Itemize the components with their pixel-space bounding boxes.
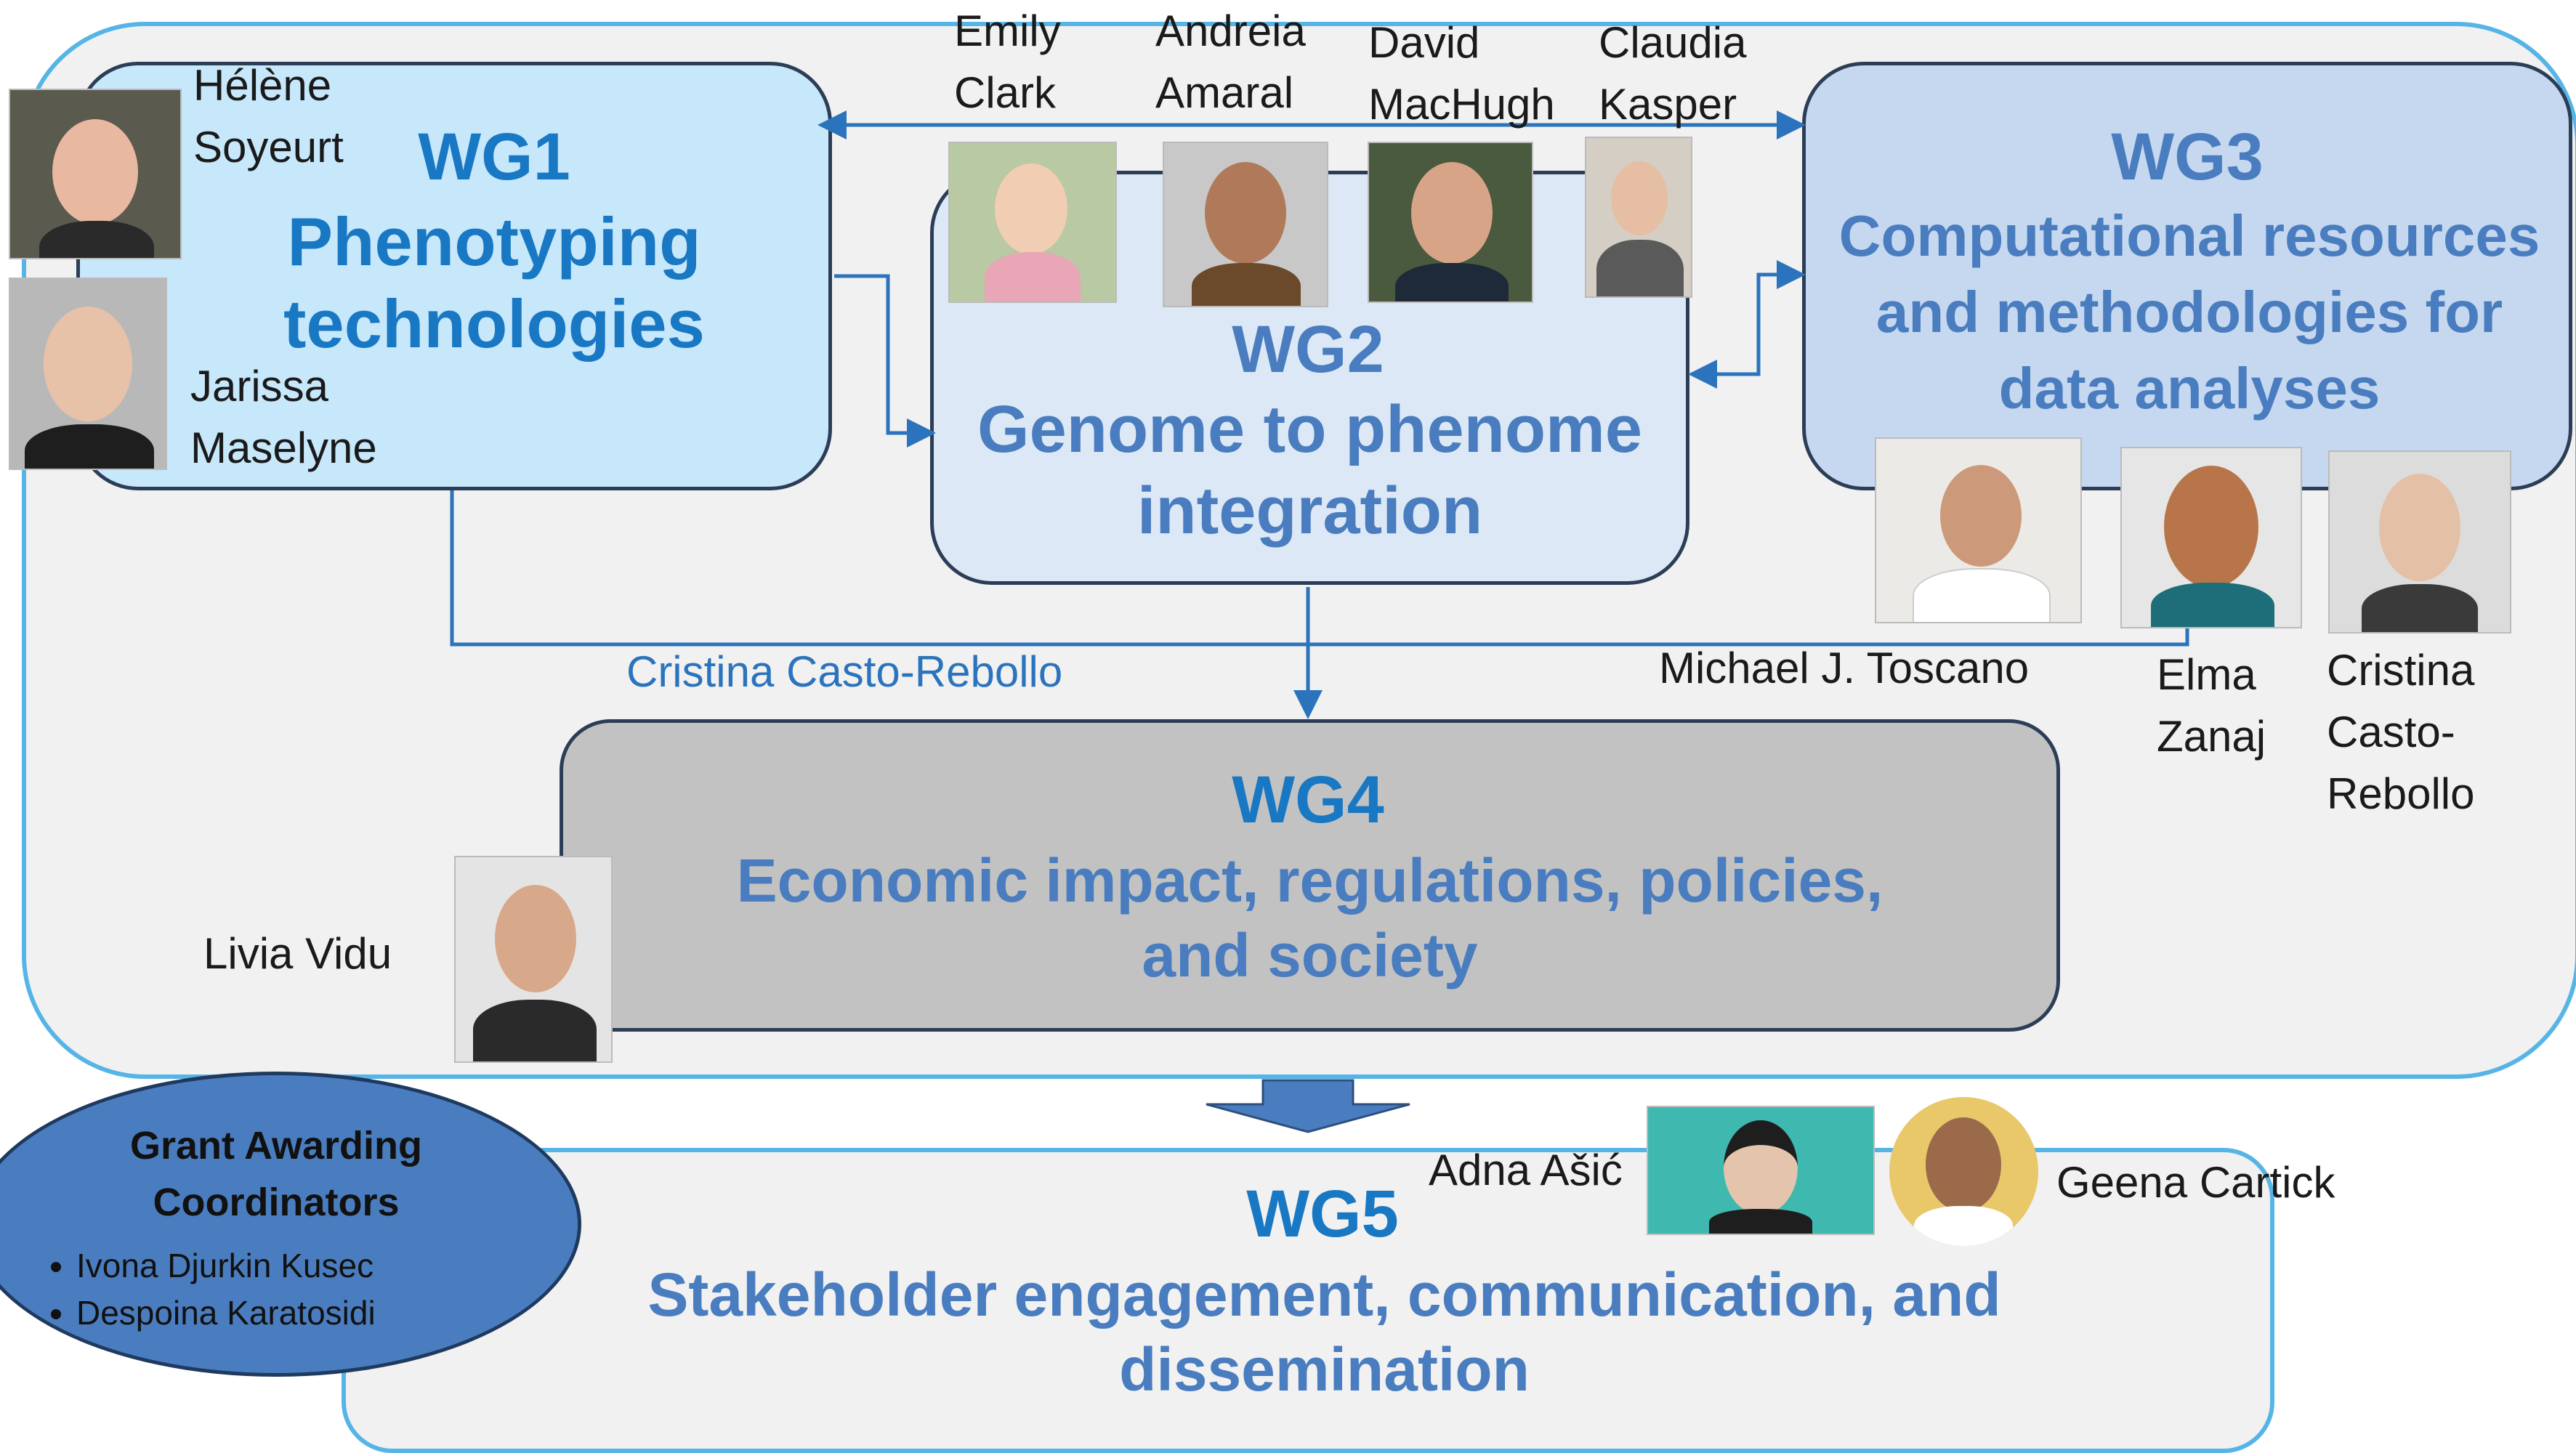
name-helene-first: Hélène — [193, 61, 332, 110]
photo-david — [1368, 142, 1533, 303]
name-andreia-first: Andreia — [1155, 7, 1306, 55]
name-cristina-l1: Cristina — [2327, 646, 2475, 695]
name-claudia: Claudia Kasper — [1599, 12, 1746, 135]
name-livia: Livia Vidu — [203, 929, 392, 978]
name-andreia-last: Amaral — [1155, 68, 1294, 118]
wg1-wg4-line — [450, 490, 2189, 647]
wg3-box — [1802, 62, 2572, 490]
photo-andreia — [1163, 142, 1328, 307]
grant-title: Grant Awarding Coordinators — [0, 1117, 578, 1231]
name-jarissa-last: Maselyne — [190, 424, 377, 473]
wg4-wg5-block-arrow — [1206, 1079, 1410, 1133]
photo-livia — [454, 856, 613, 1063]
photo-adna — [1647, 1106, 1875, 1235]
name-elma-last: Zanaj — [2157, 712, 2266, 761]
grant-title-line2: Coordinators — [153, 1181, 400, 1225]
grant-coordinator-item: Ivona Djurkin Kusec — [76, 1242, 376, 1290]
name-cristina-link: Cristina Casto-Rebollo — [626, 647, 1063, 696]
wg2-line1: Genome to phenome — [977, 392, 1642, 466]
photo-geena — [1889, 1097, 2038, 1246]
name-michael: Michael J. Toscano — [1659, 644, 2030, 692]
grant-coordinator-list: Ivona Djurkin Kusec Despoina Karatosidi — [25, 1242, 376, 1337]
wg4-line1: Economic impact, regulations, policies, — [736, 846, 1883, 915]
wg1-box — [76, 62, 832, 490]
name-david-first: David — [1368, 18, 1480, 67]
name-elma: Elma Zanaj — [2157, 644, 2266, 767]
photo-emily — [948, 142, 1117, 303]
name-emily-last: Clark — [954, 68, 1057, 118]
wg1-wg2-arrow — [834, 274, 936, 448]
wg4-line2: and society — [1142, 921, 1478, 989]
name-claudia-last: Kasper — [1599, 80, 1737, 129]
name-jarissa-first: Jarissa — [190, 362, 329, 410]
wg3-code: WG3 — [2111, 120, 2264, 194]
name-emily-first: Emily — [954, 7, 1061, 55]
name-claudia-first: Claudia — [1599, 18, 1747, 67]
wg4-box — [560, 719, 2060, 1032]
photo-claudia — [1585, 137, 1692, 298]
name-cristina-l3: Rebollo — [2327, 769, 2475, 819]
grant-title-line1: Grant Awarding — [129, 1124, 423, 1167]
grant-coordinators-ellipse: Grant Awarding Coordinators Ivona Djurki… — [0, 1072, 581, 1377]
wg3-line1: Computational resources — [1838, 203, 2540, 268]
grant-coordinator-item: Despoina Karatosidi — [76, 1290, 376, 1337]
wg3-line3: data analyses — [1998, 356, 2381, 421]
name-cristina: Cristina Casto- Rebollo — [2327, 639, 2474, 825]
name-david-last: MacHugh — [1368, 80, 1555, 129]
wg2-line2: integration — [1136, 474, 1483, 548]
photo-michael — [1875, 437, 2082, 623]
wg4-code: WG4 — [1232, 763, 1384, 837]
name-geena: Geena Cartick — [2056, 1158, 2335, 1207]
connector-lines — [450, 110, 2189, 1133]
wg5-line2: dissemination — [1119, 1335, 1530, 1404]
wg3-wg2-arrow — [1688, 260, 1806, 389]
photo-jarissa — [9, 278, 167, 470]
wg5-code: WG5 — [1246, 1177, 1399, 1251]
name-andreia: Andreia Amaral — [1155, 0, 1306, 124]
wg3-line2: and methodologies for — [1876, 280, 2503, 344]
photo-cristina — [2328, 450, 2511, 634]
name-cristina-l2: Casto- — [2327, 708, 2455, 757]
wg5-line1: Stakeholder engagement, communication, a… — [647, 1260, 2001, 1329]
photo-elma — [2120, 447, 2302, 628]
wg1-code: WG1 — [418, 120, 570, 194]
wg2-code: WG2 — [1232, 312, 1384, 386]
name-elma-first: Elma — [2157, 650, 2256, 699]
wg1-line1: Phenotyping — [287, 203, 701, 280]
name-helene-last: Soyeurt — [193, 123, 344, 172]
name-jarissa: Jarissa Maselyne — [190, 355, 377, 479]
photo-helene — [9, 89, 182, 259]
wg1-line2: technologies — [283, 286, 705, 362]
name-helene: Hélène Soyeurt — [193, 54, 344, 178]
name-david: David MacHugh — [1368, 12, 1555, 135]
name-adna: Adna Ašić — [1429, 1146, 1623, 1194]
name-emily: Emily Clark — [954, 0, 1061, 124]
